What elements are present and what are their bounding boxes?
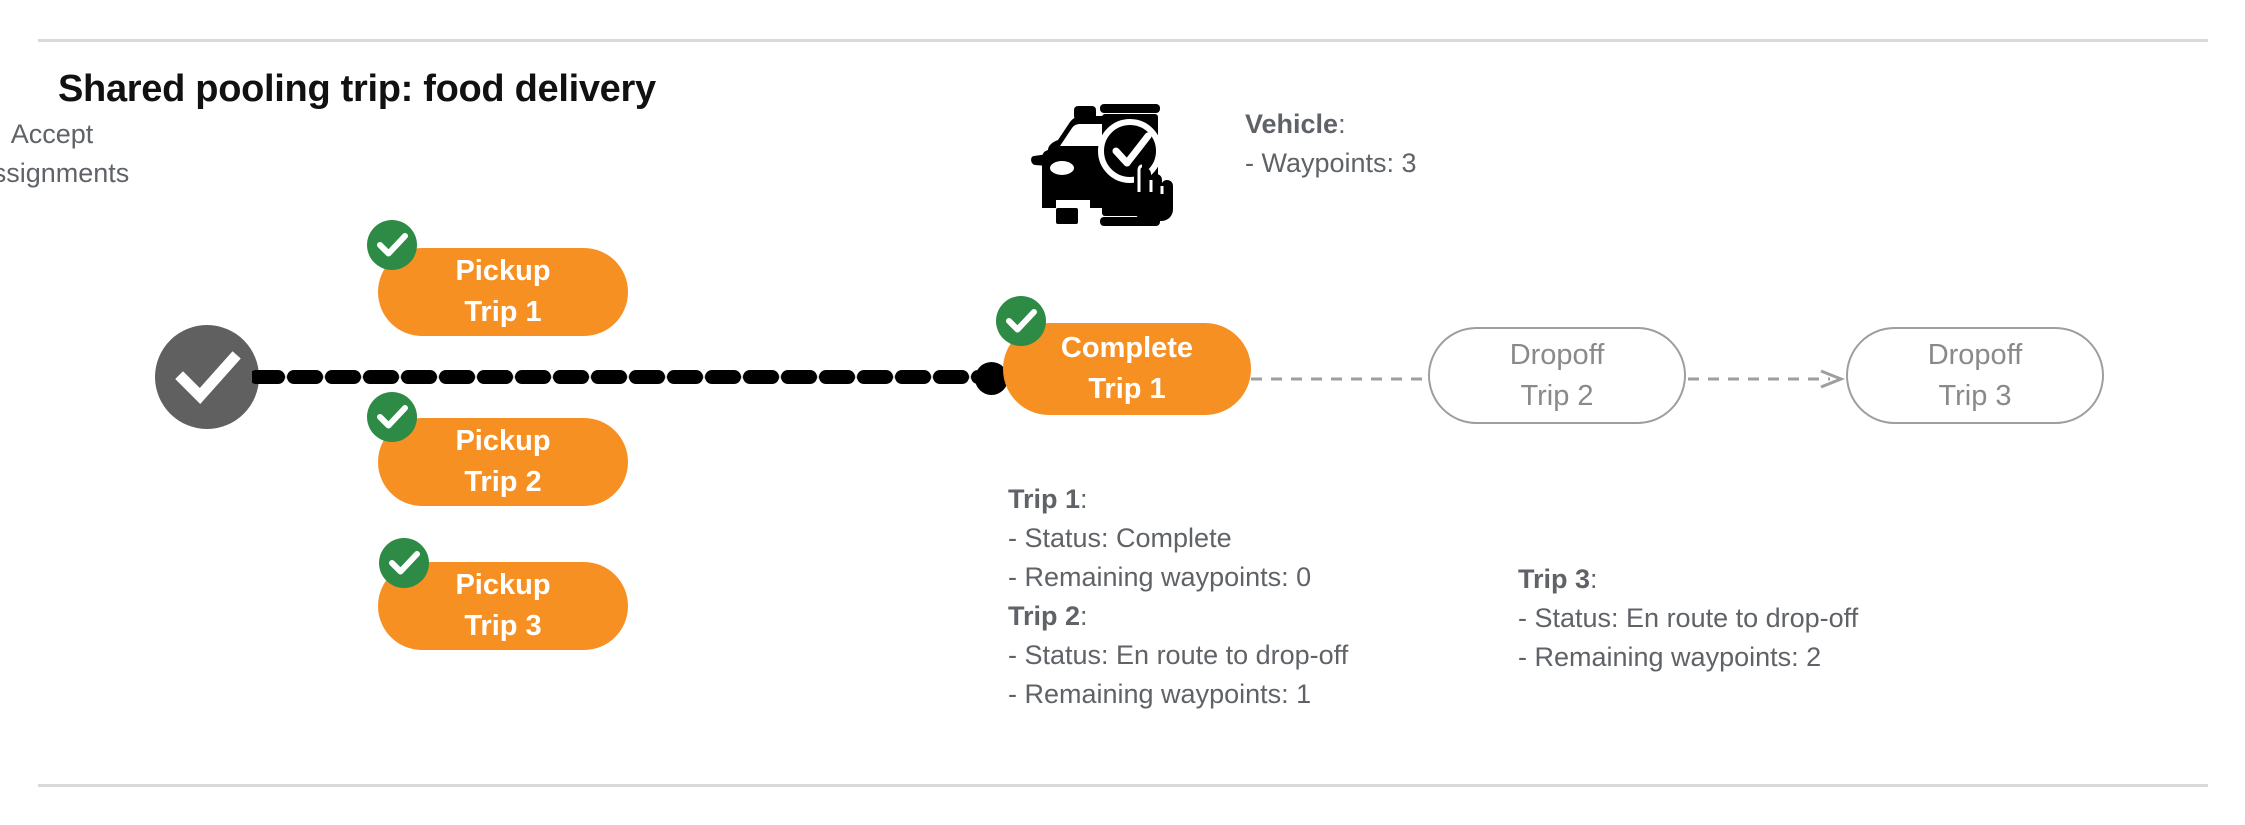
pickup-1-line-1: Pickup: [455, 255, 551, 287]
accept-assignments-label: Accept Assignments: [0, 115, 182, 193]
vehicle-waypoints-line: - Waypoints: 3: [1245, 148, 1417, 178]
accept-label-line-1: Accept: [10, 119, 94, 149]
complete-1-line-1: Complete: [1060, 332, 1194, 364]
vehicle-info-heading-suffix: :: [1338, 109, 1346, 139]
check-circle-icon: [155, 325, 259, 429]
vehicle-info-heading-row: Vehicle:: [1245, 105, 1417, 144]
dropoff-2-line-2: Trip 2: [1520, 379, 1594, 412]
trip-2-heading: Trip 2: [1008, 601, 1081, 631]
trip-3-heading-suffix: :: [1590, 564, 1598, 594]
dropoff-3-line-2: Trip 3: [1938, 379, 2012, 412]
complete-trip-1-node[interactable]: Complete Trip 1: [1003, 323, 1251, 415]
check-badge-complete-1-icon: [996, 296, 1046, 346]
trip-1-heading-row: Trip 1:: [1008, 480, 1348, 519]
connector-dropoff-2-to-dropoff-3: [1688, 369, 1848, 389]
trip-3-heading-row: Trip 3:: [1518, 560, 1858, 599]
connector-end-dot: [975, 362, 1008, 395]
pickup-trip-1-node[interactable]: Pickup Trip 1: [378, 248, 628, 336]
divider-top: [38, 39, 2208, 42]
trip-1-2-info-block: Trip 1: - Status: Complete - Remaining w…: [1008, 480, 1348, 714]
trip-1-heading: Trip 1: [1008, 484, 1081, 514]
vehicle-info-block: Vehicle: - Waypoints: 3: [1245, 105, 1417, 183]
check-badge-pickup-2-icon: [367, 392, 417, 442]
dropoff-3-line-1: Dropoff: [1927, 338, 2023, 371]
page-title: Shared pooling trip: food delivery: [58, 68, 656, 110]
pickup-2-line-2: Trip 2: [464, 466, 542, 498]
trip-2-heading-suffix: :: [1080, 601, 1088, 631]
dropoff-trip-2-node[interactable]: Dropoff Trip 2: [1428, 327, 1686, 424]
dropoff-2-line-1: Dropoff: [1509, 338, 1605, 371]
check-badge-pickup-1-icon: [367, 220, 417, 270]
accept-assignments-node[interactable]: [155, 325, 259, 429]
trip-1-status-line: - Status: Complete: [1008, 523, 1232, 553]
connector-complete-to-dropoff-2: [1251, 369, 1431, 389]
pickup-2-line-1: Pickup: [455, 425, 551, 457]
vehicle-info-heading: Vehicle: [1245, 109, 1339, 139]
pickup-1-line-2: Trip 1: [464, 296, 542, 328]
dropoff-trip-3-node[interactable]: Dropoff Trip 3: [1846, 327, 2104, 424]
pickup-3-line-1: Pickup: [455, 569, 551, 601]
trip-2-status-line: - Status: En route to drop-off: [1008, 640, 1349, 670]
trip-3-heading: Trip 3: [1518, 564, 1591, 594]
pickup-trip-2-node[interactable]: Pickup Trip 2: [378, 418, 628, 506]
complete-1-line-2: Trip 1: [1088, 373, 1166, 405]
car-phone-check-icon: [1030, 88, 1178, 228]
trip-1-heading-suffix: :: [1080, 484, 1088, 514]
trip-2-heading-row: Trip 2:: [1008, 597, 1348, 636]
connector-accept-to-complete: [249, 361, 1000, 393]
trip-2-waypoints-line: - Remaining waypoints: 1: [1008, 679, 1312, 709]
trip-1-waypoints-line: - Remaining waypoints: 0: [1008, 562, 1312, 592]
trip-3-waypoints-line: - Remaining waypoints: 2: [1518, 642, 1822, 672]
trip-3-status-line: - Status: En route to drop-off: [1518, 603, 1859, 633]
trip-3-info-block: Trip 3: - Status: En route to drop-off -…: [1518, 560, 1858, 677]
pickup-3-line-2: Trip 3: [464, 610, 542, 642]
divider-bottom: [38, 784, 2208, 787]
check-badge-pickup-3-icon: [379, 538, 429, 588]
accept-label-line-2: Assignments: [0, 158, 130, 188]
